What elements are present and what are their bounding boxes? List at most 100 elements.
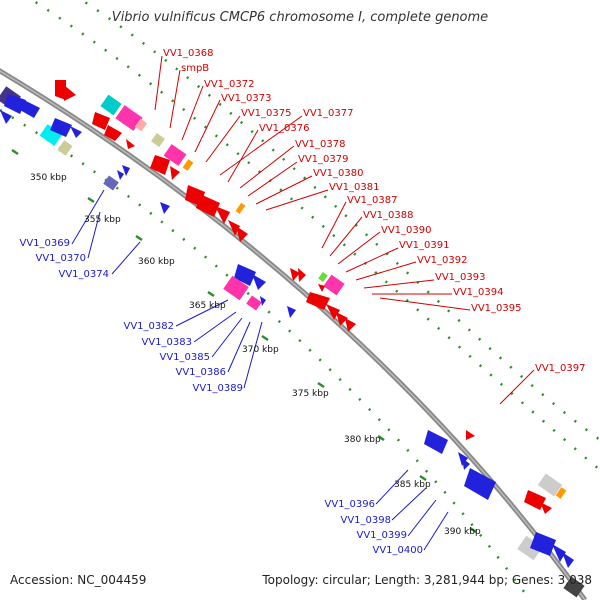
gene-label: VV1_0387 — [347, 195, 398, 206]
gene-label: VV1_0381 — [329, 182, 380, 193]
gene-box — [563, 576, 585, 598]
tick-label: 365 kbp — [189, 301, 226, 311]
gene-arrow — [287, 306, 296, 318]
gene-box — [163, 144, 187, 166]
genome-info-text: Topology: circular; Length: 3,281,944 bp… — [262, 573, 592, 587]
tick-label: 375 kbp — [292, 389, 329, 399]
gene-label: VV1_0400 — [373, 545, 424, 556]
gene-label: VV1_0389 — [193, 383, 244, 394]
gene-arrow — [50, 118, 72, 137]
reverse-gene-labels: VV1_0369 VV1_0370 VV1_0374 VV1_0382 VV1_… — [20, 238, 424, 556]
gene-label: VV1_0386 — [176, 367, 227, 378]
gene-arrow — [524, 490, 546, 510]
gene-arrow — [326, 304, 340, 320]
gene-arrow — [290, 268, 300, 281]
gene-arrow — [260, 296, 266, 306]
gene-arrow — [92, 112, 110, 130]
tick-label: 355 kbp — [84, 215, 121, 225]
gene-box — [555, 487, 567, 499]
gene-arrow — [306, 292, 330, 310]
gene-arrow — [234, 264, 256, 286]
gene-arrow — [236, 226, 248, 242]
gene-label: VV1_0377 — [303, 108, 354, 119]
gene-arrow — [298, 268, 306, 282]
gene-arrow — [466, 430, 475, 440]
gene-box — [323, 274, 345, 296]
tick-label: 350 kbp — [30, 173, 67, 183]
gene-label: VV1_0399 — [357, 530, 408, 541]
gene-arrow — [318, 284, 325, 292]
gene-arrow — [55, 80, 66, 100]
gene-box — [235, 202, 246, 214]
gene-box — [537, 473, 563, 497]
forward-label-leaders — [154, 55, 535, 405]
gene-box — [57, 140, 73, 156]
forward-gene-labels: VV1_0368 smpB VV1_0372 VV1_0373 VV1_0375… — [163, 48, 586, 374]
gene-label: VV1_0373 — [221, 93, 272, 104]
gene-box — [246, 295, 262, 311]
gene-label: smpB — [181, 63, 209, 74]
gene-arrow — [530, 532, 556, 556]
gene-arrow — [336, 312, 348, 326]
tick-label: 380 kbp — [344, 435, 381, 445]
gene-label: VV1_0395 — [471, 303, 522, 314]
tick-label: 370 kbp — [242, 345, 279, 355]
gene-arrow — [540, 502, 552, 514]
gene-label: VV1_0376 — [259, 123, 310, 134]
tick-marks — [11, 148, 477, 534]
gene-box — [100, 94, 122, 116]
gene-arrow — [160, 202, 170, 214]
reverse-label-leaders — [71, 189, 449, 551]
tick-labels: 350 kbp 355 kbp 360 kbp 365 kbp 370 kbp … — [30, 173, 481, 537]
gene-arrow — [562, 552, 574, 568]
gene-label: VV1_0378 — [295, 139, 346, 150]
gene-label: VV1_0391 — [399, 240, 450, 251]
outer-dotted-track — [29, 0, 600, 471]
gene-label: VV1_0385 — [160, 352, 211, 363]
gene-box — [103, 175, 119, 191]
gene-label: VV1_0379 — [298, 154, 349, 165]
gene-label: VV1_0390 — [381, 225, 432, 236]
gene-box — [223, 275, 249, 301]
gene-arrow — [150, 155, 170, 175]
gene-arrow — [345, 318, 356, 332]
gene-arrow — [462, 458, 470, 470]
gene-label: VV1_0380 — [313, 168, 364, 179]
gene-label: VV1_0369 — [20, 238, 71, 249]
outer-dotted-track-2 — [79, 0, 600, 442]
gene-label: VV1_0368 — [163, 48, 214, 59]
gene-label: VV1_0393 — [435, 272, 486, 283]
gene-label: VV1_0388 — [363, 210, 414, 221]
accession-text: Accession: NC_004459 — [10, 573, 147, 587]
gene-arrow — [117, 170, 124, 180]
gene-label: VV1_0397 — [535, 363, 586, 374]
gene-arrow — [122, 165, 130, 176]
gene-label: VV1_0396 — [325, 499, 376, 510]
chromosome-backbone-highlight — [0, 70, 586, 600]
gene-label: VV1_0383 — [142, 337, 193, 348]
gene-arrow — [104, 125, 122, 141]
gene-label: VV1_0382 — [124, 321, 175, 332]
gene-box — [151, 133, 165, 147]
gene-arrow — [228, 220, 240, 236]
map-title: Vibrio vulnificus CMCP6 chromosome I, co… — [111, 10, 489, 25]
gene-label: VV1_0375 — [241, 108, 292, 119]
gene-arrow — [252, 274, 266, 290]
reverse-gene-features — [0, 86, 585, 598]
gene-arrow — [170, 166, 180, 180]
gene-box — [39, 124, 63, 146]
gene-label: VV1_0392 — [417, 255, 468, 266]
forward-gene-features — [55, 80, 567, 514]
gene-label: VV1_0394 — [453, 287, 504, 298]
gene-box — [115, 105, 143, 131]
gene-box — [134, 118, 148, 132]
gene-label: VV1_0398 — [341, 515, 392, 526]
tick-label: 360 kbp — [138, 257, 175, 267]
gene-arrow — [552, 544, 566, 562]
gene-box — [182, 159, 194, 171]
gene-box — [318, 272, 328, 282]
gene-arrow — [126, 139, 135, 149]
gene-arrow — [464, 468, 496, 500]
tick-label: 390 kbp — [444, 527, 481, 537]
